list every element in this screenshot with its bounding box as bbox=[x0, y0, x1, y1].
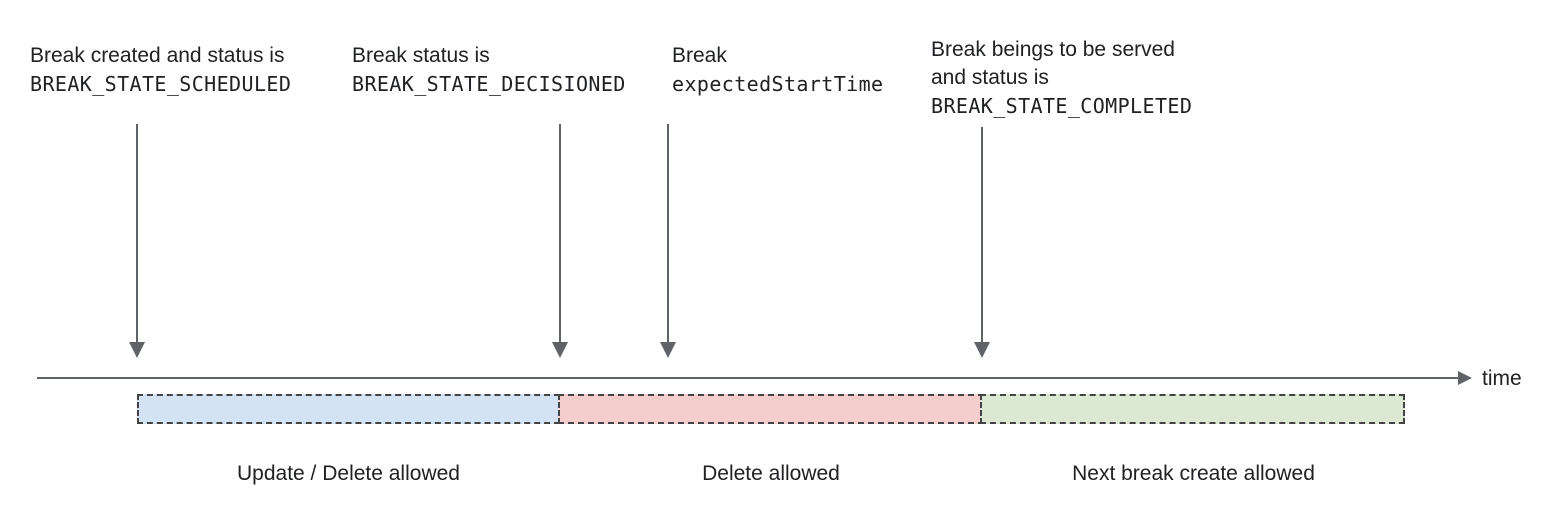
segment-label-next-break: Next break create allowed bbox=[1072, 462, 1315, 485]
segment-next-break-create-allowed bbox=[980, 394, 1405, 424]
annotation-code-text: BREAK_STATE_DECISIONED bbox=[352, 72, 626, 96]
annotation-text: Break beings to be served bbox=[931, 38, 1175, 61]
down-arrow-scheduled-icon bbox=[129, 124, 145, 358]
arrow-stem bbox=[136, 124, 138, 342]
timeline-axis-label: time bbox=[1482, 367, 1522, 390]
annotation-break-decisioned: Break status is BREAK_STATE_DECISIONED bbox=[352, 42, 626, 98]
annotation-code-text: expectedStartTime bbox=[672, 72, 884, 96]
arrow-head bbox=[552, 342, 568, 358]
timeline-axis bbox=[37, 377, 1458, 379]
annotation-code-text: BREAK_STATE_SCHEDULED bbox=[30, 72, 292, 96]
annotation-text: and status is bbox=[931, 66, 1049, 89]
arrow-stem bbox=[981, 127, 983, 342]
down-arrow-decisioned-icon bbox=[552, 124, 568, 358]
arrow-head bbox=[129, 342, 145, 358]
down-arrow-expected-start-icon bbox=[660, 124, 676, 358]
annotation-expected-start-time: Break expectedStartTime bbox=[672, 42, 884, 98]
arrow-head bbox=[660, 342, 676, 358]
annotation-text: Break created and status is bbox=[30, 44, 285, 67]
segment-update-delete-allowed bbox=[137, 394, 560, 424]
segment-label-update-delete: Update / Delete allowed bbox=[237, 462, 460, 485]
annotation-break-completed: Break beings to be served and status is … bbox=[931, 36, 1192, 120]
annotation-break-scheduled: Break created and status is BREAK_STATE_… bbox=[30, 42, 291, 98]
segment-delete-allowed bbox=[558, 394, 984, 424]
segment-label-delete: Delete allowed bbox=[702, 462, 840, 485]
annotation-text: Break status is bbox=[352, 44, 490, 67]
arrow-stem bbox=[559, 124, 561, 342]
timeline-arrowhead-icon bbox=[1458, 371, 1472, 385]
arrow-stem bbox=[667, 124, 669, 342]
arrow-head bbox=[974, 342, 990, 358]
annotation-text: Break bbox=[672, 44, 727, 67]
down-arrow-completed-icon bbox=[974, 127, 990, 358]
annotation-code-text: BREAK_STATE_COMPLETED bbox=[931, 94, 1193, 118]
